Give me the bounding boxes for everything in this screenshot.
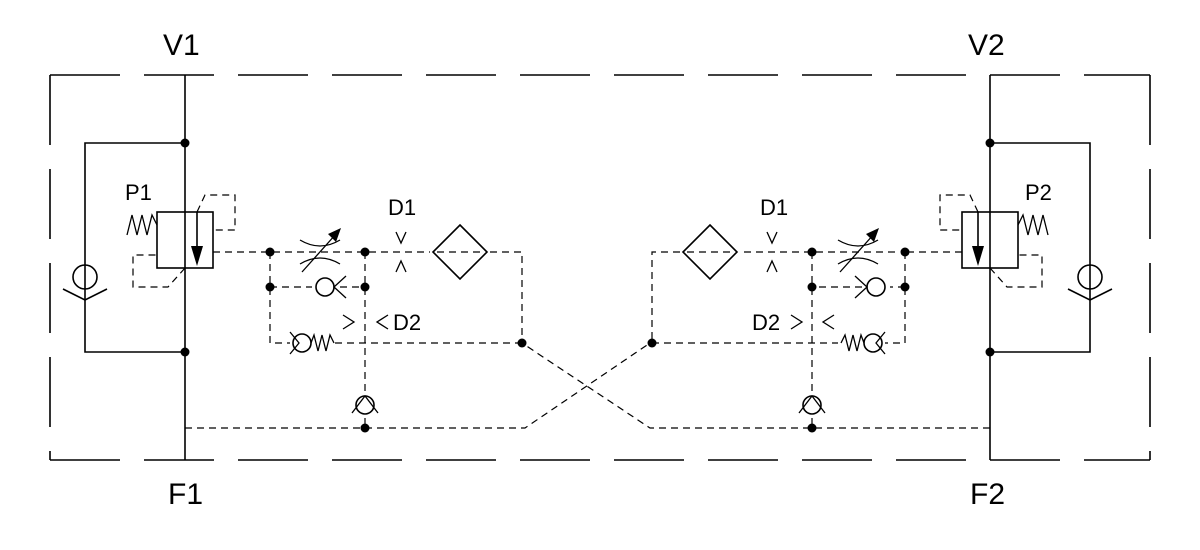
port-label-f2: F2	[970, 478, 1005, 511]
filter-right	[681, 223, 739, 281]
port-label-v1: V1	[163, 29, 200, 62]
pressure-valve-p2: P2	[939, 180, 1052, 288]
orifice-d2-left: D2	[342, 310, 421, 335]
check-valve-right-vertical	[798, 394, 826, 415]
main-lines	[84, 75, 1091, 460]
orifice-label-d2-left: D2	[393, 310, 421, 335]
check-valve-right-spring	[840, 331, 886, 355]
orifice-d1-right: D1	[760, 195, 788, 273]
filter-left	[431, 223, 489, 281]
orifice-label-d1-left: D1	[388, 195, 416, 220]
orifice-label-d2-right: D2	[752, 310, 780, 335]
junction-dots	[180, 138, 995, 433]
port-label-f1: F1	[168, 478, 203, 511]
orifice-d2-right: D2	[752, 310, 835, 335]
check-valve-left-upper	[315, 275, 347, 299]
left-pilot-network	[185, 251, 651, 429]
port-label-v2: V2	[968, 29, 1005, 62]
orifice-label-d1-right: D1	[760, 195, 788, 220]
adjustable-throttle-right	[837, 228, 879, 273]
check-valve-left-bypass	[62, 264, 108, 301]
check-valve-left-spring	[289, 331, 335, 355]
check-valve-left-vertical	[351, 394, 379, 415]
outer-frame	[49, 74, 1151, 461]
right-pilot-network	[521, 251, 990, 429]
check-valve-right-bypass	[1067, 264, 1113, 301]
adjustable-throttle-left	[299, 228, 341, 273]
check-valve-right-upper	[854, 275, 886, 299]
orifice-d1-left: D1	[388, 195, 416, 273]
valve-label-p1: P1	[125, 180, 152, 205]
pressure-valve-p1: P1	[125, 180, 236, 288]
valve-label-p2: P2	[1025, 180, 1052, 205]
